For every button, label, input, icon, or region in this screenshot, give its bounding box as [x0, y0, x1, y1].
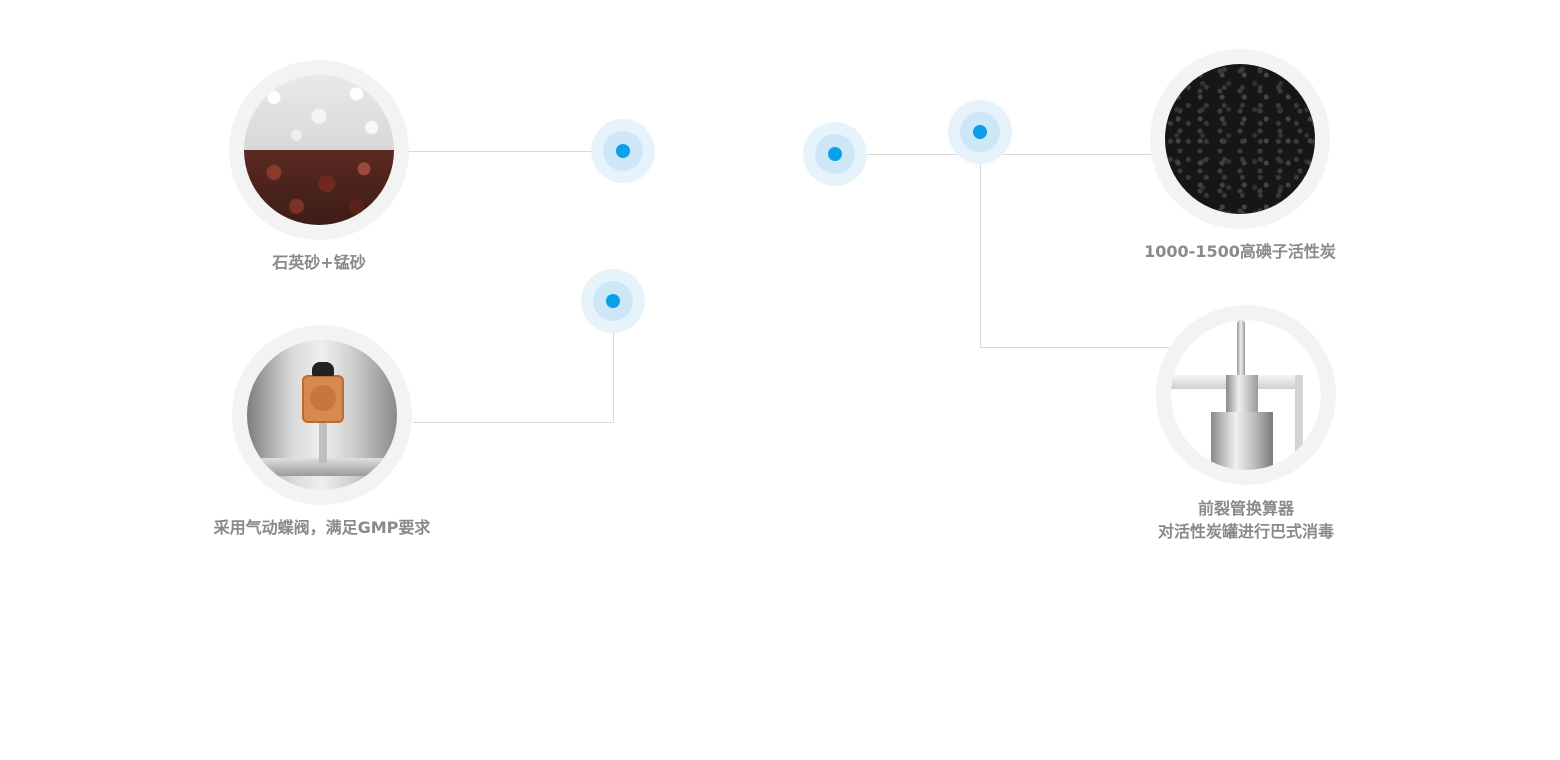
- exchanger-image-frame: [1156, 305, 1336, 485]
- carbon-image-frame: [1150, 49, 1330, 229]
- hotspot-sand[interactable]: [591, 119, 655, 183]
- exchanger-caption-line1: 前裂管换算器: [1197, 499, 1294, 518]
- hotspot-carbon[interactable]: [803, 122, 867, 186]
- carbon-caption: 1000-1500高碘子活性炭: [1144, 242, 1336, 261]
- valve-image-frame: [232, 325, 412, 505]
- quartz-manganese-sand-image: [244, 75, 394, 225]
- pneumatic-butterfly-valve-image: [247, 340, 397, 490]
- connector-line-exchanger-vertical: [980, 132, 981, 348]
- sand-image-frame: [229, 60, 409, 240]
- sand-caption: 石英砂+锰砂: [272, 253, 366, 272]
- connector-line-exchanger-horizontal: [980, 347, 1180, 348]
- exchanger-caption: 前裂管换算器 对活性炭罐进行巴式消毒: [1126, 497, 1366, 543]
- connector-line-sand: [395, 151, 623, 152]
- connector-line-valve-vertical: [613, 301, 614, 423]
- valve-caption: 采用气动蝶阀，满足GMP要求: [213, 518, 431, 537]
- exchanger-caption-line2: 对活性炭罐进行巴式消毒: [1157, 522, 1334, 541]
- hotspot-exchanger[interactable]: [948, 100, 1012, 164]
- activated-carbon-image: [1165, 64, 1315, 214]
- hotspot-valve[interactable]: [581, 269, 645, 333]
- connector-line-valve-horizontal: [413, 422, 614, 423]
- heat-exchanger-image: [1171, 320, 1321, 470]
